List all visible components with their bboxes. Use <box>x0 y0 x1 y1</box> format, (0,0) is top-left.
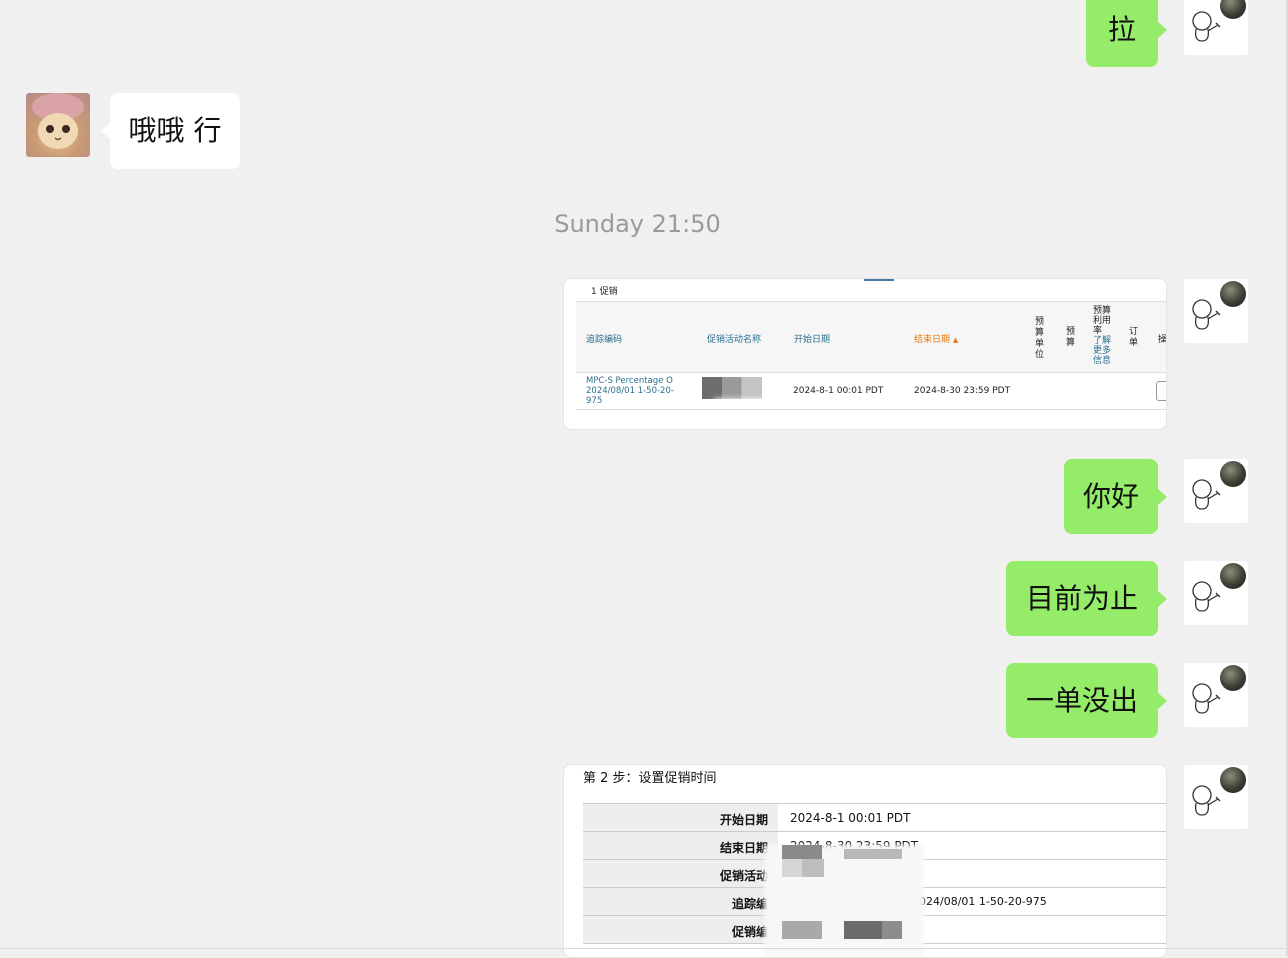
field-value-tracking: 2024/08/01 1-50-20-975 <box>912 895 1047 908</box>
label-cell: 促销编 <box>583 916 778 943</box>
my-avatar[interactable] <box>1184 765 1248 829</box>
doodle-icon <box>1192 785 1221 816</box>
header-end-date[interactable]: 结束日期 ▲ <box>914 332 958 345</box>
redaction-block <box>844 921 882 939</box>
my-avatar[interactable] <box>1184 0 1248 55</box>
redaction-block <box>882 921 902 939</box>
divider <box>576 301 1166 302</box>
header-end-date-label: 结束日期 <box>914 335 951 345</box>
field-label-promo-name: 促销活动 <box>719 869 768 883</box>
message-text: 一单没出 <box>1025 683 1138 717</box>
learn-more-link[interactable]: 了解更多信息 <box>1093 336 1112 366</box>
row-tracking-id[interactable]: MPC-S Percentage O 2024/08/01 1-50-20-97… <box>586 376 674 406</box>
label-cell: 追踪编 <box>583 888 778 915</box>
my-avatar[interactable] <box>1184 663 1248 727</box>
message-text: 哦哦 行 <box>128 114 222 147</box>
field-label-promo-id: 促销编 <box>731 925 768 939</box>
redaction-block <box>782 921 822 939</box>
field-label-start-date: 开始日期 <box>719 813 768 827</box>
header-budget-unit: 预算单位 <box>1035 317 1045 360</box>
label-cell: 促销活动 <box>583 860 778 887</box>
message-bubble-hello[interactable]: 你好 <box>1064 459 1167 534</box>
header-action: 操 <box>1158 335 1167 345</box>
image-message-promotions-table[interactable]: 1 促销 追踪编码 促销活动名称 开始日期 结束日期 ▲ 预算单位 预算 预算利… <box>563 278 1167 430</box>
header-promo-name[interactable]: 促销活动名称 <box>707 335 762 345</box>
action-button[interactable] <box>1156 381 1166 401</box>
my-avatar[interactable] <box>1184 561 1248 625</box>
message-text: 拉 <box>1107 12 1136 46</box>
field-label-tracking: 追踪编 <box>731 897 768 911</box>
redaction-block <box>802 859 824 877</box>
divider <box>583 831 1166 832</box>
avatar-photo <box>1220 281 1246 307</box>
field-label-end-date: 结束日期 <box>719 841 768 855</box>
redaction-block <box>844 849 902 859</box>
doodle-icon <box>1192 11 1221 42</box>
tab-indicator <box>864 279 894 281</box>
message-bubble-so-far[interactable]: 目前为止 <box>1006 561 1167 636</box>
avatar-photo <box>1220 767 1246 793</box>
input-area-divider <box>0 948 1288 949</box>
avatar-photo <box>1220 461 1246 487</box>
divider <box>576 372 1166 373</box>
promotions-count: 1 促销 <box>591 287 618 297</box>
doodle-icon <box>1192 299 1221 330</box>
label-cell: 结束日期 <box>583 832 778 859</box>
avatar-photo <box>1220 0 1246 19</box>
field-value-start-date: 2024-8-1 00:01 PDT <box>790 811 911 825</box>
divider <box>583 803 1166 804</box>
doodle-icon <box>1192 479 1221 510</box>
my-avatar[interactable] <box>1184 279 1248 343</box>
scrollbar[interactable] <box>1286 0 1288 956</box>
contact-avatar[interactable] <box>26 93 90 157</box>
redaction-block <box>782 845 822 859</box>
header-budget-usage: 预算利用率 <box>1093 306 1112 336</box>
row-end-date: 2024-8-30 23:59 PDT <box>914 386 1011 396</box>
my-avatar[interactable] <box>1184 459 1248 523</box>
message-bubble-no-orders[interactable]: 一单没出 <box>1006 663 1167 738</box>
chat-timestamp: Sunday 21:50 <box>554 210 721 238</box>
blurred-promo-name <box>702 377 762 399</box>
message-text: 目前为止 <box>1025 581 1138 615</box>
doodle-icon <box>1192 683 1221 714</box>
step-title: 第 2 步：设置促销时间 <box>583 771 717 786</box>
message-bubble-la[interactable]: 拉 <box>1086 0 1167 67</box>
doodle-icon <box>1192 581 1221 612</box>
header-start-date[interactable]: 开始日期 <box>794 335 831 345</box>
blur-smudge <box>714 399 784 421</box>
message-bubble-oh-ok[interactable]: 哦哦 行 <box>101 93 240 169</box>
header-budget: 预算 <box>1066 327 1076 348</box>
label-cell: 开始日期 <box>583 804 778 831</box>
header-orders: 订单 <box>1129 327 1139 348</box>
avatar-photo <box>1220 665 1246 691</box>
row-start-date: 2024-8-1 00:01 PDT <box>793 386 884 396</box>
avatar-photo <box>1220 563 1246 589</box>
cat-avatar-icon <box>32 93 84 149</box>
header-tracking-id[interactable]: 追踪编码 <box>586 335 623 345</box>
table-header-row <box>576 302 1166 372</box>
image-message-promotion-time[interactable]: 第 2 步：设置促销时间 开始日期 2024-8-1 00:01 PDT 结束日… <box>563 764 1167 958</box>
divider <box>576 409 1166 410</box>
message-text: 你好 <box>1082 479 1139 513</box>
sort-asc-icon: ▲ <box>952 336 959 344</box>
